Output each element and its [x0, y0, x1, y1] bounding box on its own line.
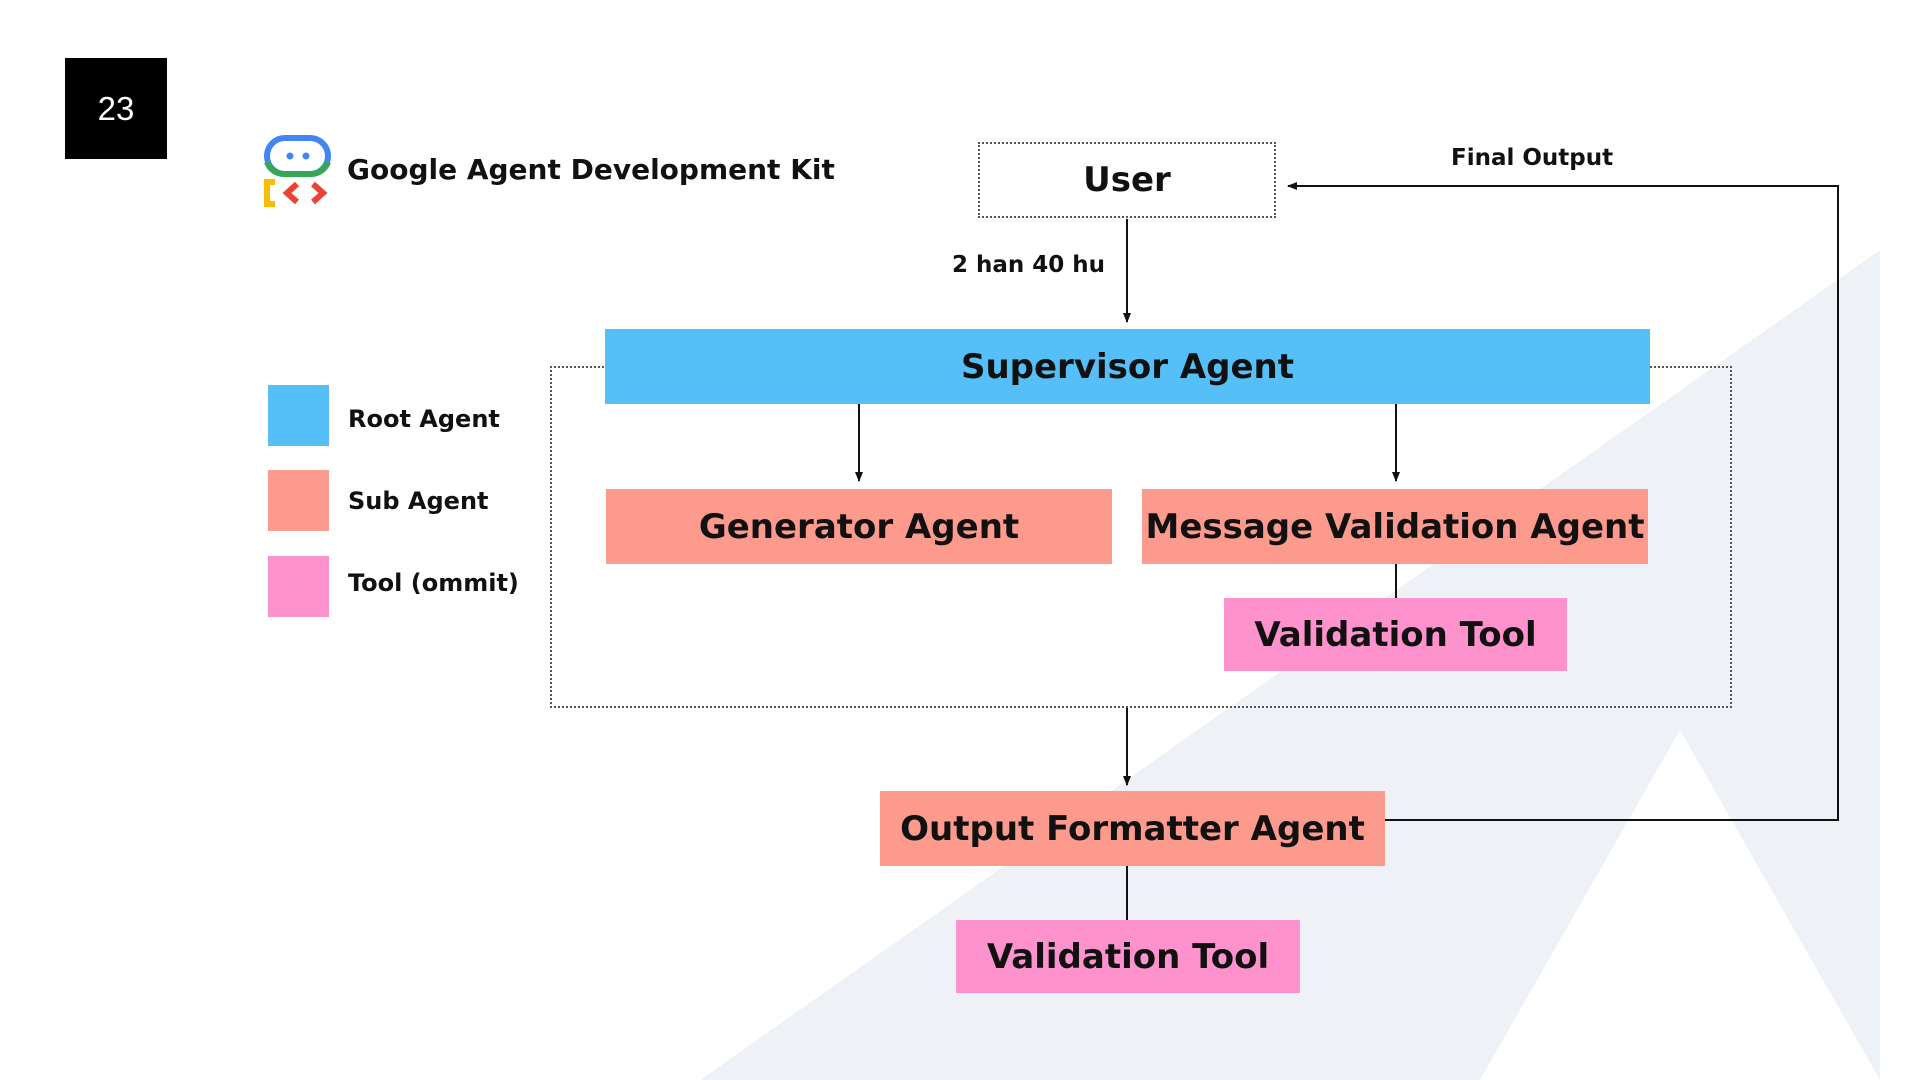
legend-swatch-sub: [268, 470, 329, 531]
node-supervisor-agent: Supervisor Agent: [605, 329, 1650, 404]
legend-swatch-tool: [268, 556, 329, 617]
legend-label-root: Root Agent: [348, 405, 500, 433]
node-message-validation-agent: Message Validation Agent: [1142, 489, 1648, 564]
legend-label-tool: Tool (ommit): [348, 569, 519, 597]
page-number: 23: [65, 58, 167, 159]
edge-label-final-output: Final Output: [1451, 145, 1614, 171]
legend-label-sub: Sub Agent: [348, 487, 489, 515]
node-validation-tool-1: Validation Tool: [1224, 598, 1567, 671]
background-triangle-cutout: [1480, 730, 1880, 1080]
edge-label-user-to-supervisor: 2 han 40 hu: [952, 252, 1106, 278]
user-box-border: [978, 142, 1276, 218]
adk-logo-icon: [264, 135, 331, 207]
node-generator-agent: Generator Agent: [606, 489, 1112, 564]
legend-swatch-root: [268, 385, 329, 446]
node-output-formatter-agent: Output Formatter Agent: [880, 791, 1385, 866]
node-validation-tool-2: Validation Tool: [956, 920, 1300, 993]
node-user: User: [1083, 160, 1171, 200]
arrow-final-output: [1287, 182, 1839, 821]
brand-name: Google Agent Development Kit: [347, 153, 835, 186]
